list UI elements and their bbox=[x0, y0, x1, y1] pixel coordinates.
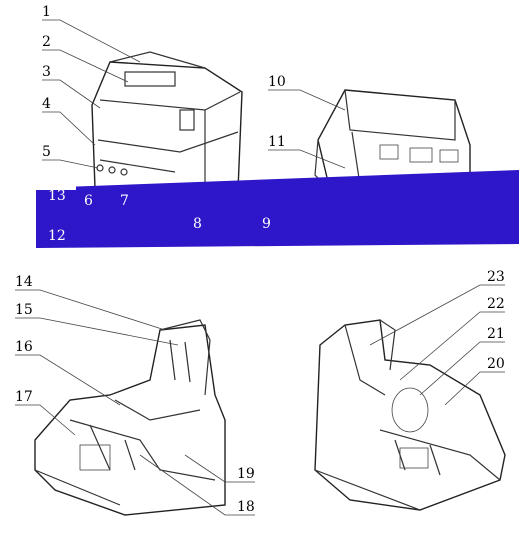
label-22: 22 bbox=[487, 296, 505, 312]
label-18: 18 bbox=[237, 499, 255, 515]
label-10: 10 bbox=[268, 74, 286, 90]
printer-open-right bbox=[314, 319, 506, 511]
label-11: 11 bbox=[268, 134, 286, 150]
label-9: 9 bbox=[262, 216, 271, 232]
label-20: 20 bbox=[487, 356, 505, 372]
label-1: 1 bbox=[42, 4, 51, 20]
label-17: 17 bbox=[15, 389, 33, 405]
printer-open-left bbox=[34, 319, 226, 516]
label-21: 21 bbox=[487, 326, 505, 342]
label-19: 19 bbox=[237, 466, 255, 482]
label-16: 16 bbox=[15, 339, 33, 355]
label-2: 2 bbox=[42, 34, 51, 50]
part-labels: 1 2 3 4 5 6 7 8 9 10 11 12 13 14 15 16 1… bbox=[15, 4, 505, 515]
label-6: 6 bbox=[84, 193, 93, 209]
printer-front-closed bbox=[91, 51, 243, 206]
label-14: 14 bbox=[15, 274, 33, 290]
label-5: 5 bbox=[42, 144, 51, 160]
label-4: 4 bbox=[42, 96, 51, 112]
label-12: 12 bbox=[48, 228, 66, 244]
label-7: 7 bbox=[120, 193, 129, 209]
label-3: 3 bbox=[42, 64, 51, 80]
label-8: 8 bbox=[193, 216, 202, 232]
leader-lines bbox=[15, 19, 505, 516]
label-15: 15 bbox=[15, 302, 33, 318]
overlay-band bbox=[36, 170, 519, 248]
label-13: 13 bbox=[48, 188, 66, 204]
label-23: 23 bbox=[487, 269, 505, 285]
